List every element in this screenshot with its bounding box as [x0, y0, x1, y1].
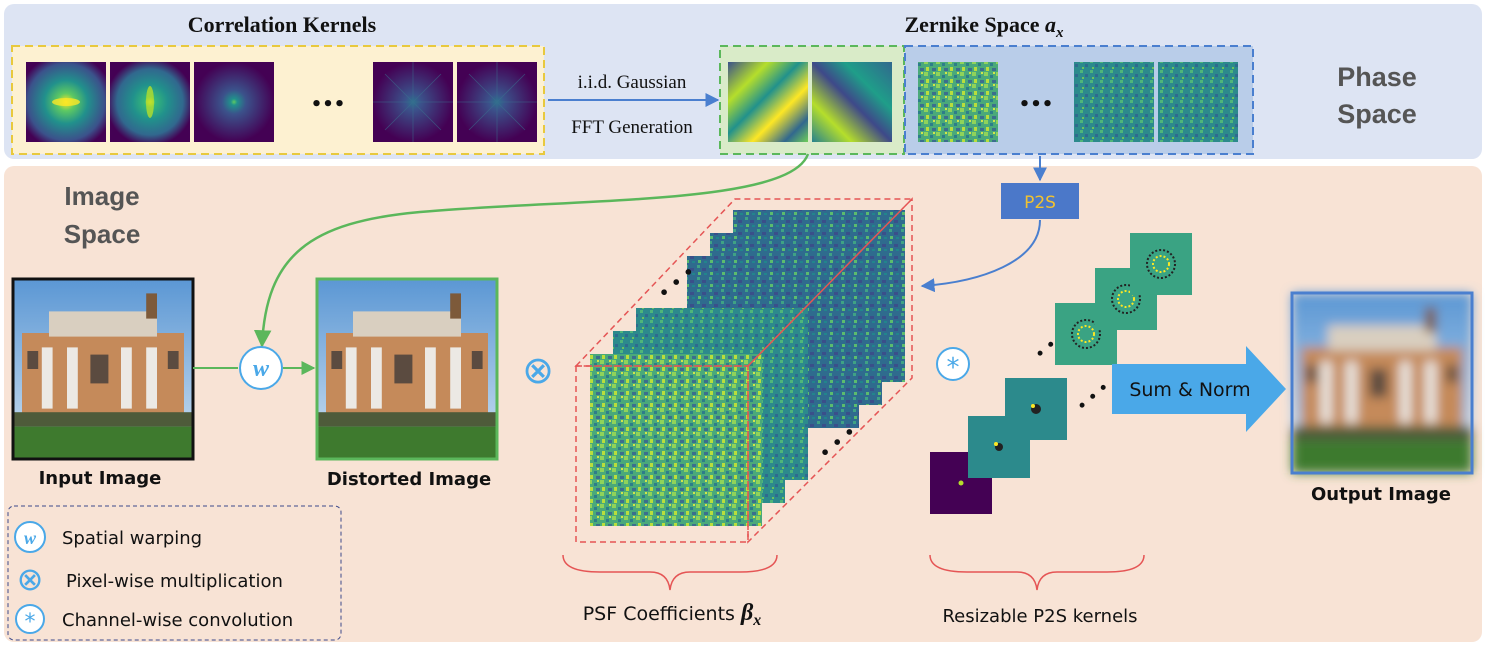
phase-space-label-line1: Phase	[1337, 62, 1417, 92]
p2s-kernels-brace	[929, 554, 1145, 591]
warp-field-arrow	[253, 153, 810, 348]
image-space-label-line2: Space	[64, 219, 141, 249]
warp-operator-symbol: w	[253, 356, 270, 382]
zernike-ellipsis: •••	[1019, 94, 1054, 115]
gaussian-arrow-label-1: i.i.d. Gaussian	[578, 72, 687, 93]
warp-operator-icon	[239, 346, 283, 390]
distorted-image-label: Distorted Image	[327, 469, 491, 490]
zernike-field-1	[728, 62, 808, 142]
zernike-space-title: Zernike Space ax	[904, 12, 1064, 41]
p2s-label: P2S	[1024, 193, 1056, 213]
zernike-field-4	[1074, 62, 1154, 142]
correlation-kernels-title: Correlation Kernels	[188, 12, 377, 37]
output-image	[1292, 293, 1472, 473]
image-space-label-line1: Image	[64, 181, 139, 211]
output-image-label: Output Image	[1311, 484, 1451, 505]
p2s-kernels-label: Resizable P2S kernels	[942, 606, 1137, 627]
distorted-image	[317, 279, 497, 459]
zernike-field-5	[1158, 62, 1238, 142]
psf-stack-front	[590, 354, 762, 526]
multiplication-operator-icon: ⊗	[522, 348, 554, 392]
legend-box	[7, 505, 342, 641]
p2s-kernel-stack: • • • • • •	[930, 233, 1192, 514]
legend-multiply-label: Pixel-wise multiplication	[66, 571, 283, 592]
psf-coefficients-label: PSF Coefficients βx	[583, 600, 762, 629]
sum-norm-arrow	[1112, 346, 1286, 432]
kernel-thumb-3	[194, 62, 274, 142]
legend-conv-label: Channel-wise convolution	[62, 610, 293, 631]
legend-warp-label: Spatial warping	[62, 528, 202, 549]
input-image	[13, 279, 193, 459]
legend-warp-symbol: w	[24, 528, 37, 548]
legend-conv-icon	[15, 604, 45, 634]
zernike-field-2	[812, 62, 892, 142]
legend-conv-symbol: *	[25, 610, 36, 635]
convolution-operator-symbol: *	[947, 353, 960, 383]
sum-norm-label: Sum & Norm	[1129, 379, 1250, 401]
p2s-box	[1001, 183, 1079, 219]
convolution-operator-icon	[936, 347, 970, 381]
phase-space-label-line2: Space	[1337, 99, 1417, 129]
legend-warp-icon	[14, 521, 46, 553]
psf-cube-outline	[574, 197, 914, 544]
kernel-ellipsis: •••	[311, 94, 346, 115]
gaussian-arrow-label-2: FFT Generation	[571, 117, 693, 138]
input-image-label: Input Image	[39, 468, 162, 489]
legend-multiply-icon: ⊗	[17, 560, 44, 598]
psf-brace	[562, 554, 778, 591]
p2s-out-arrow	[920, 219, 1041, 293]
zernike-field-3	[918, 62, 998, 142]
